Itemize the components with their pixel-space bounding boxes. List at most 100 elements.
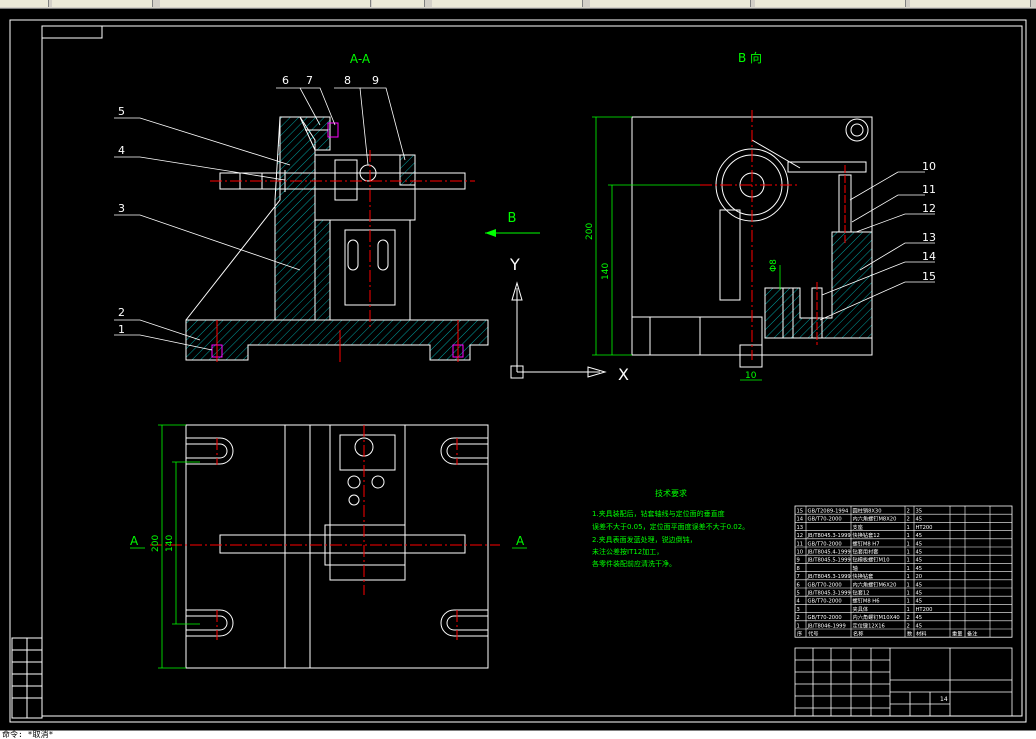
lineweight-dropdown[interactable] — [910, 0, 1031, 7]
bom-cell-name: 定位键12X16 — [853, 621, 885, 629]
svg-text:误差不大于0.05，定位面平面度误差不大于0.02。: 误差不大于0.05，定位面平面度误差不大于0.02。 — [592, 522, 749, 531]
bom-cell-mat: 45 — [916, 591, 923, 597]
bom-cell-mat: 45 — [916, 615, 923, 621]
bom-cell-mat: 45 — [916, 550, 923, 556]
bom-cell-mat: 45 — [916, 558, 923, 564]
bom-cell-std: GB/T70-2000 — [808, 541, 842, 547]
section-aa-view: A-A — [114, 52, 489, 362]
ucs-icon: Y X — [509, 255, 629, 384]
bom-cell-mat: HT200 — [916, 525, 933, 531]
dim-phi8: Φ8 — [769, 259, 779, 272]
view-b-arrow: B — [485, 211, 540, 237]
bom-cell-qty: 1 — [907, 550, 910, 556]
bom-cell-std: JB/T8045.3-1999 — [807, 574, 851, 580]
ucs-x-label: X — [618, 365, 629, 384]
toolbar-group-draw[interactable] — [0, 0, 49, 7]
bom-cell-mat: 45 — [916, 566, 923, 572]
svg-text:1.夹具装配后，钻套轴线与定位面的垂直度: 1.夹具装配后，钻套轴线与定位面的垂直度 — [592, 509, 725, 518]
bom-cell-name: 螺钉M8 H6 — [853, 597, 880, 605]
layer-icon[interactable] — [372, 0, 425, 7]
bom-cell-qty: 1 — [907, 558, 910, 564]
match-icon[interactable] — [590, 0, 751, 7]
title-block: 14 — [794, 647, 1013, 717]
svg-text:各零件装配前应清洗干净。: 各零件装配前应清洗干净。 — [592, 559, 676, 568]
bom-cell-name: 内六角螺钉M6X20 — [853, 580, 897, 588]
bom-cell-qty: 1 — [907, 533, 910, 539]
bom-cell-name: 快换钻套12 — [853, 531, 880, 539]
bom-header-no: 序 — [797, 630, 802, 638]
bom-cell-no: 7 — [797, 574, 800, 580]
bom-header-name: 名称 — [853, 630, 863, 638]
callout-5: 5 — [118, 105, 125, 118]
bom-cell-std: GB/T70-2000 — [808, 599, 842, 605]
bom-cell-no: 6 — [797, 582, 800, 588]
plan-view: 200 140 A A — [130, 424, 527, 669]
bom-cell-no: 12 — [797, 533, 804, 539]
callout-6: 6 — [282, 74, 289, 87]
callout-7: 7 — [306, 74, 313, 87]
bom-cell-mat: 45 — [916, 533, 923, 539]
bom-cell-std: JB/T8045.4-1999 — [807, 550, 851, 556]
dim-200-plan: 200 — [151, 535, 161, 552]
svg-text:2.夹具表面发蓝处理，锐边倒钝，: 2.夹具表面发蓝处理，锐边倒钝， — [592, 535, 697, 544]
bom-cell-no: 4 — [797, 599, 801, 605]
section-mark-right: A — [516, 534, 525, 548]
ucs-y-label: Y — [509, 255, 520, 274]
bom-cell-no: 5 — [797, 591, 800, 597]
bom-cell-name: 钻套用衬套 — [853, 548, 880, 556]
callout-15: 15 — [922, 270, 936, 283]
bom-cell-qty: 2 — [907, 509, 910, 515]
linetype-dropdown[interactable] — [755, 0, 906, 7]
notes-title: 技术要求 — [655, 488, 687, 498]
bom-cell-qty: 2 — [907, 623, 910, 629]
bom-header-remark: 备注 — [967, 630, 977, 638]
toolbar-group-object[interactable] — [160, 0, 371, 7]
bom-cell-qty: 1 — [907, 599, 910, 605]
command-line[interactable]: 命令: *取消* — [0, 730, 1036, 739]
callout-12: 12 — [922, 202, 936, 215]
bom-cell-qty: 1 — [907, 574, 910, 580]
bom-cell-name: 钻套12 — [853, 589, 870, 597]
callout-3: 3 — [118, 202, 125, 215]
bom-header-mat: 材料 — [916, 630, 926, 638]
bom-cell-std: GB/T2089-1994 — [808, 509, 849, 515]
toolbar-group-modify[interactable] — [52, 0, 153, 7]
bom-cell-std: JB/T8045.5-1999 — [807, 558, 851, 564]
bom-cell-mat: 45 — [916, 582, 923, 588]
bom-cell-std: JB/T8045.3-1999 — [807, 533, 851, 539]
bom-cell-no: 2 — [797, 615, 800, 621]
bom-cell-mat: 45 — [916, 623, 923, 629]
bom-cell-mat: 45 — [916, 541, 923, 547]
bom-header-std: 代号 — [808, 630, 818, 638]
bom-cell-std: JB/T8046-1999 — [807, 623, 846, 629]
svg-text:未注公差按IT12加工，: 未注公差按IT12加工， — [592, 547, 663, 556]
bom-cell-qty: 2 — [907, 615, 910, 621]
bom-cell-name: 螺钉M8 H7 — [853, 539, 880, 547]
bom-cell-no: 14 — [797, 517, 804, 523]
bom-cell-no: 9 — [797, 558, 800, 564]
bom-cell-name: 内六角螺钉M8X20 — [853, 515, 897, 523]
technical-notes: 技术要求 1.夹具装配后，钻套轴线与定位面的垂直度 误差不大于0.05，定位面平… — [592, 488, 749, 568]
bom-cell-no: 1 — [797, 623, 800, 629]
bom-cell-std: GB/T70-2000 — [808, 517, 842, 523]
bom-cell-no: 3 — [797, 607, 800, 613]
callout-11: 11 — [922, 183, 936, 196]
bom-cell-qty: 2 — [907, 517, 910, 523]
dim-200-b: 200 — [585, 223, 595, 240]
section-mark-left: A — [130, 534, 139, 548]
callout-1: 1 — [118, 323, 125, 336]
section-aa-label: A-A — [350, 52, 371, 66]
dim-140-b: 140 — [601, 263, 611, 280]
bom-cell-mat: 20 — [916, 574, 923, 580]
bom-cell-std: GB/T70-2000 — [808, 582, 842, 588]
bom-cell-name: 夹具体 — [853, 605, 869, 613]
dim-10: 10 — [745, 371, 757, 381]
properties-icon[interactable] — [432, 0, 583, 7]
bom-cell-no: 15 — [797, 509, 804, 515]
drawing-canvas[interactable]: A-A — [0, 8, 1036, 730]
bom-cell-name: 圆柱销8X30 — [853, 507, 882, 515]
cad-toolbar — [0, 0, 1036, 9]
callout-2: 2 — [118, 306, 125, 319]
bom-cell-qty: 1 — [907, 591, 910, 597]
bom-cell-name: 内六角螺钉M10X40 — [853, 613, 900, 621]
